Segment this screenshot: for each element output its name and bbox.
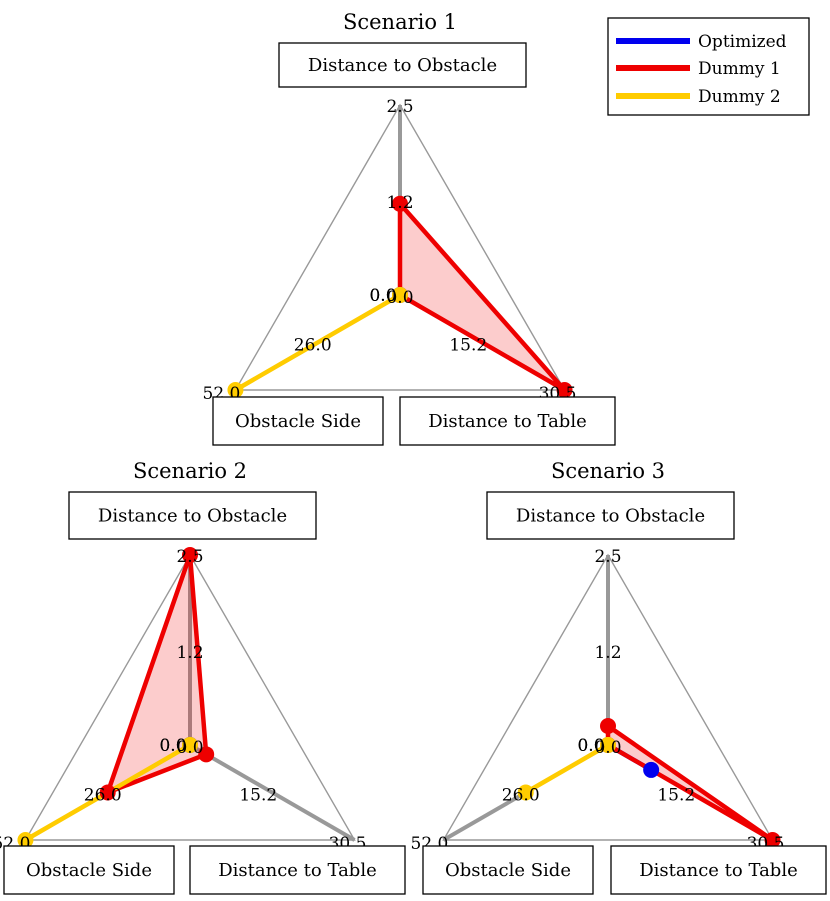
chart-title: Scenario 2 (133, 459, 247, 483)
data-point-optimized-distance-to-table (643, 761, 660, 778)
tick-label-obstacle-side-1: 26.0 (84, 786, 122, 806)
tick-label-distance-to-table-1: 15.2 (449, 336, 487, 356)
chart-title: Scenario 3 (551, 459, 665, 483)
axis-label-box-obstacle-side (422, 845, 594, 895)
data-point-dummy-1-distance-to-table (198, 746, 215, 763)
axis-label-distance-to-table: Distance to Table (639, 860, 798, 881)
tick-label-distance-to-obstacle-2: 2.5 (594, 547, 621, 567)
data-point-dummy-2-distance-to-table (392, 287, 408, 303)
data-point-dummy-1-distance-to-obstacle (600, 718, 616, 734)
legend-label-dummy-2: Dummy 2 (698, 87, 781, 107)
radar-outer-grid (24, 553, 356, 841)
data-point-dummy-1-distance-to-obstacle (392, 195, 408, 212)
data-point-dummy-2-distance-to-table (182, 737, 198, 753)
axis-label-box-distance-to-obstacle (68, 491, 317, 540)
tick-label-obstacle-side-1: 26.0 (294, 336, 332, 356)
tick-label-distance-to-obstacle-2: 2.5 (176, 547, 203, 567)
axis-label-distance-to-obstacle: Distance to Obstacle (308, 55, 497, 76)
tick-label-distance-to-obstacle-1: 1.2 (594, 643, 621, 663)
axis-label-box-distance-to-table (189, 845, 406, 895)
tick-label-distance-to-table-1: 15.2 (239, 786, 277, 806)
data-point-dummy-2-obstacle-side (227, 382, 244, 398)
tick-label-obstacle-side-0: 0.0 (577, 736, 604, 756)
data-point-dummy-1-obstacle-side (99, 784, 116, 801)
radar-outer-grid (442, 553, 774, 841)
axis-label-box-obstacle-side (212, 396, 384, 446)
legend: Optimized Dummy 1 Dummy 2 (607, 17, 810, 116)
axis-label-box-obstacle-side (3, 845, 175, 895)
data-point-dummy-1-distance-to-obstacle (182, 547, 198, 563)
chart-title: Scenario 1 (343, 10, 457, 34)
legend-label-dummy-1: Dummy 1 (698, 59, 781, 79)
tick-label-distance-to-table-0: 0.0 (159, 736, 186, 756)
data-point-dummy-2-distance-to-table (600, 737, 616, 753)
tick-label-distance-to-obstacle-0: 0.0 (386, 288, 413, 308)
axis-label-distance-to-table: Distance to Table (218, 860, 377, 881)
axis-label-box-distance-to-obstacle (486, 491, 735, 540)
axis-label-distance-to-obstacle: Distance to Obstacle (516, 506, 705, 527)
tick-label-obstacle-side-0: 0.0 (159, 736, 186, 756)
radar-outer-grid (234, 103, 566, 391)
tick-label-distance-to-table-0: 0.0 (577, 736, 604, 756)
tick-label-distance-to-table-1: 15.2 (657, 786, 695, 806)
tick-label-distance-to-table-0: 0.0 (369, 286, 396, 306)
tick-label-distance-to-obstacle-1: 1.2 (386, 193, 413, 213)
axis-label-box-distance-to-obstacle (278, 42, 527, 88)
tick-label-obstacle-side-1: 26.0 (502, 786, 540, 806)
radar-panel-2: Scenario 20.01.22.50.015.230.50.026.052.… (0, 459, 406, 895)
series-line-dummy-1 (104, 554, 209, 797)
tick-label-distance-to-obstacle-2: 2.5 (386, 97, 413, 117)
series-line-dummy-1 (397, 197, 567, 392)
axis-spoke-distance-to-table (189, 743, 356, 842)
radar-panel-3: Scenario 30.01.22.50.015.230.50.026.052.… (411, 459, 827, 895)
data-point-dummy-2-obstacle-side (17, 832, 34, 848)
tick-label-obstacle-side-0: 0.0 (369, 286, 396, 306)
axis-label-distance-to-table: Distance to Table (428, 411, 587, 432)
tick-label-distance-to-obstacle-1: 1.2 (176, 643, 203, 663)
series-fill-dummy-1 (107, 555, 207, 793)
axis-label-obstacle-side: Obstacle Side (26, 860, 152, 881)
legend-label-optimized: Optimized (698, 32, 787, 52)
axis-label-obstacle-side: Obstacle Side (445, 860, 571, 881)
tick-label-distance-to-obstacle-0: 0.0 (176, 738, 203, 758)
axis-label-box-distance-to-table (399, 396, 616, 446)
axis-label-distance-to-obstacle: Distance to Obstacle (98, 506, 287, 527)
radar-panel-1: Scenario 10.01.22.50.015.230.50.026.052.… (203, 10, 616, 446)
data-point-dummy-1-distance-to-table (556, 382, 573, 398)
data-point-dummy-2-obstacle-side (517, 784, 534, 801)
data-point-dummy-1-distance-to-table (764, 832, 781, 848)
axis-label-obstacle-side: Obstacle Side (235, 411, 361, 432)
tick-label-distance-to-obstacle-0: 0.0 (594, 738, 621, 758)
series-line-dummy-1 (605, 721, 774, 842)
axis-label-box-distance-to-table (610, 845, 827, 895)
